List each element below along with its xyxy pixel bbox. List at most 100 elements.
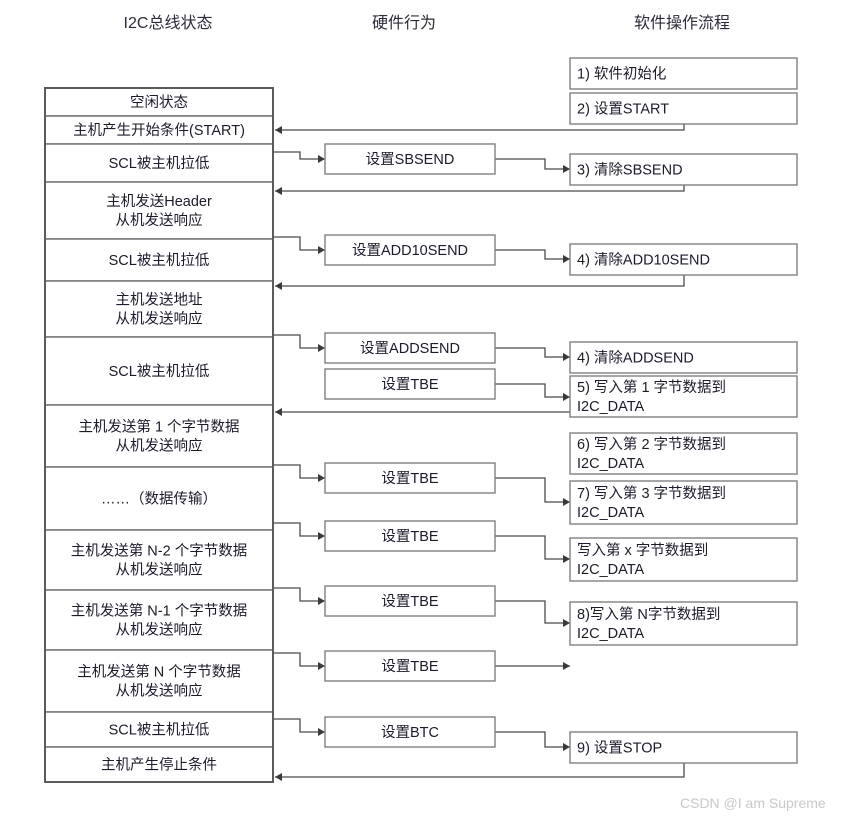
bus-state-label-idle: 空闲状态 (130, 94, 188, 111)
connector-h-2 (273, 236, 325, 251)
connector-s-5 (495, 477, 570, 503)
bus-state-byte-1 (44, 404, 274, 468)
software-box-label-sw-write-n: I2C_DATA (577, 626, 644, 642)
column-title-bus: I2C总线状态 (124, 14, 213, 32)
bus-state-label-byte-1: 主机发送第 1 个字节数据 (78, 418, 239, 436)
bus-state-label-send-header: 主机发送Header (106, 193, 212, 210)
arrowhead (563, 555, 570, 563)
bus-state-scl-low-4 (44, 711, 274, 748)
software-box-label-sw-clr-sbsend: 3) 清除SBSEND (577, 162, 683, 179)
hardware-box-set-sbsend (324, 143, 496, 175)
hardware-box-label-set-tbe-4: 设置TBE (381, 593, 439, 610)
bus-state-label-data-dots: ……（数据传输） (101, 491, 217, 508)
arrowhead (275, 773, 282, 781)
hardware-box-set-addsend (324, 332, 496, 364)
software-box-sw-write-x (569, 537, 798, 582)
hardware-box-set-tbe-2 (324, 462, 496, 494)
bus-state-send-addr (44, 280, 274, 338)
arrowhead (318, 597, 325, 605)
bus-state-label-send-header: 从机发送响应 (116, 211, 203, 229)
arrowhead (318, 246, 325, 254)
arrowhead (275, 187, 282, 195)
software-box-label-sw-write-3: I2C_DATA (577, 505, 644, 521)
connector-s-1 (495, 158, 570, 170)
column-titles: I2C总线状态硬件行为软件操作流程 (124, 14, 730, 32)
bus-state-label-byte-n-1: 主机发送第 N-1 个字节数据 (71, 602, 247, 620)
bus-state-label-send-addr: 主机发送地址 (116, 292, 203, 309)
watermark-text: CSDN @I am Supreme (680, 795, 826, 811)
arrowhead (275, 282, 282, 290)
arrowhead (563, 255, 570, 263)
bus-state-start (44, 115, 274, 145)
connector-c-sbsend-to-bus (275, 185, 685, 192)
software-box-label-sw-write-n: 8)写入第 N字节数据到 (577, 605, 720, 623)
hardware-box-set-add10send (324, 234, 496, 266)
software-box-label-sw-init: 1) 软件初始化 (577, 66, 666, 83)
bus-state-label-byte-1: 从机发送响应 (116, 437, 203, 455)
connector-c-stop-to-bus (275, 763, 685, 778)
arrowhead (563, 619, 570, 627)
bus-state-send-header (44, 181, 274, 240)
hardware-box-label-set-tbe-2: 设置TBE (381, 470, 439, 487)
connector-s-2 (495, 249, 570, 260)
software-box-sw-write-n (569, 601, 798, 646)
software-box-label-sw-set-start: 2) 设置START (577, 101, 669, 118)
connector-s-3 (495, 347, 570, 358)
arrowhead (275, 126, 282, 134)
software-box-label-sw-clr-addsend: 4) 清除ADDSEND (577, 350, 694, 367)
bus-state-label-byte-n: 主机发送第 N 个字节数据 (77, 663, 241, 681)
arrowhead (563, 743, 570, 751)
hardware-box-label-set-sbsend: 设置SBSEND (366, 151, 455, 168)
software-box-sw-write-1 (569, 375, 798, 418)
bus-state-label-scl-low-2: SCL被主机拉低 (109, 252, 210, 269)
hardware-box-label-set-tbe-5: 设置TBE (381, 658, 439, 675)
bus-state-label-byte-n: 从机发送响应 (116, 682, 203, 700)
software-box-sw-write-2 (569, 432, 798, 475)
arrowhead (318, 344, 325, 352)
software-box-label-sw-write-x: 写入第 x 字节数据到 (577, 541, 708, 559)
hardware-box-set-tbe-3 (324, 520, 496, 552)
arrowhead (318, 728, 325, 736)
arrowhead (563, 662, 570, 670)
connector-h-8 (273, 718, 325, 733)
software-flow-column: 1) 软件初始化 2) 设置START 3) 清除SBSEND 4) 清除ADD10S… (569, 57, 798, 764)
hardware-box-label-set-addsend: 设置ADDSEND (360, 340, 460, 357)
connector-h-3 (273, 334, 325, 349)
connector-h-4 (273, 464, 325, 479)
bus-state-byte-n (44, 649, 274, 713)
software-box-label-sw-write-2: 6) 写入第 2 字节数据到 (577, 435, 726, 453)
connector-s-9 (495, 731, 570, 748)
connector-s-4 (495, 383, 570, 398)
arrowhead (563, 353, 570, 361)
bus-state-byte-n-1 (44, 589, 274, 651)
software-box-label-sw-write-2: I2C_DATA (577, 456, 644, 472)
watermark: CSDN @I am Supreme (680, 795, 826, 811)
bus-state-stop (44, 746, 274, 783)
connector-h-1 (273, 151, 325, 160)
software-box-sw-init (569, 57, 798, 90)
hardware-box-label-set-tbe-3: 设置TBE (381, 528, 439, 545)
software-box-sw-clr-sbsend (569, 153, 798, 186)
connector-s-7 (495, 600, 570, 624)
arrowhead (318, 662, 325, 670)
software-box-label-sw-clr-add10: 4) 清除ADD10SEND (577, 252, 710, 269)
connector-h-5 (273, 522, 325, 537)
bus-state-label-byte-n-2: 从机发送响应 (116, 561, 203, 579)
bus-state-column: 空闲状态主机产生开始条件(START)SCL被主机拉低主机发送Header从机发… (44, 87, 274, 783)
connector-c-start-to-bus (275, 124, 685, 131)
software-box-sw-set-stop (569, 731, 798, 764)
arrowhead (318, 532, 325, 540)
connector-lines (273, 124, 685, 781)
software-box-label-sw-write-3: 7) 写入第 3 字节数据到 (577, 484, 726, 502)
column-title-hardware: 硬件行为 (372, 14, 436, 32)
software-box-sw-write-3 (569, 480, 798, 525)
bus-state-label-start: 主机产生开始条件(START) (73, 122, 245, 139)
arrowhead (275, 408, 282, 416)
arrowhead (563, 165, 570, 173)
hardware-box-set-tbe-5 (324, 650, 496, 682)
arrowhead (563, 498, 570, 506)
bus-state-byte-n-2 (44, 529, 274, 591)
hardware-box-label-set-add10send: 设置ADD10SEND (352, 242, 468, 259)
software-box-sw-clr-addsend (569, 341, 798, 374)
